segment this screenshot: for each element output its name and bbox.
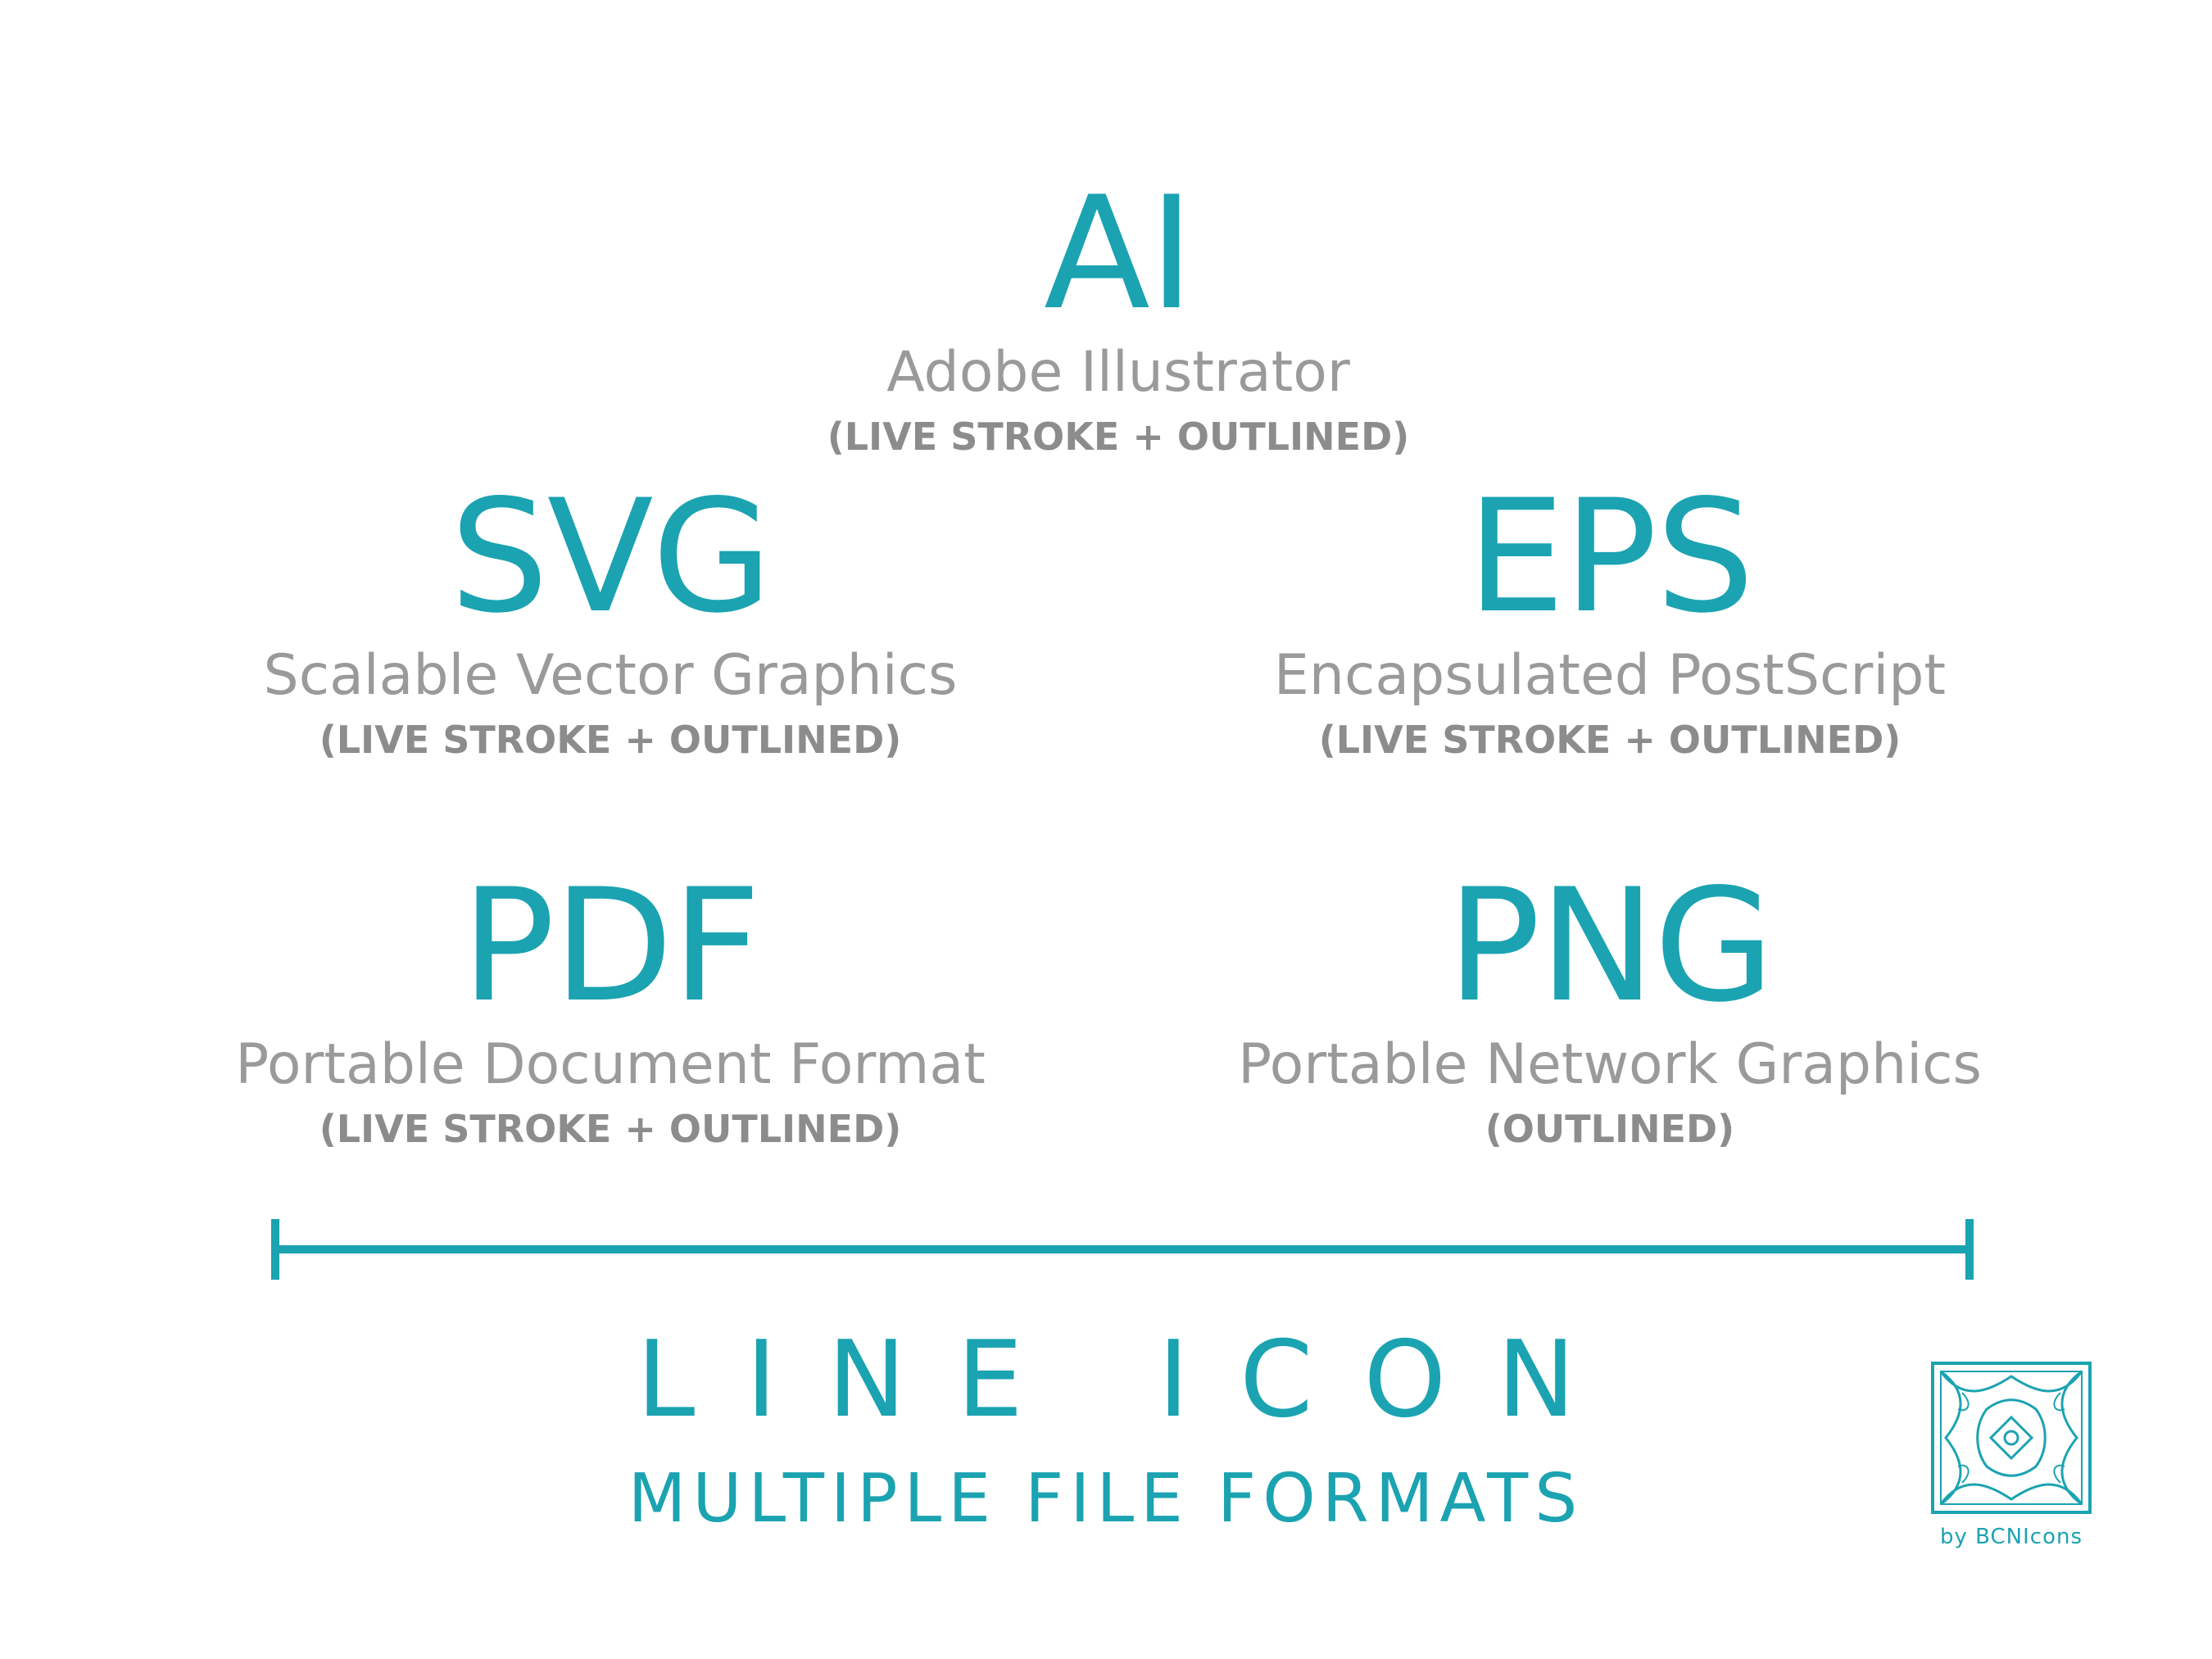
- ornamental-tile-logo-icon: [1931, 1362, 2092, 1514]
- format-png-note: (OUTLINED): [1484, 1107, 1735, 1151]
- format-svg-abbr: SVG: [450, 466, 773, 647]
- format-pdf-note: (LIVE STROKE + OUTLINED): [319, 1107, 902, 1151]
- format-svg: SVG Scalable Vector Graphics (LIVE STROK…: [119, 479, 1102, 763]
- format-pdf-name: Portable Document Format: [235, 1032, 986, 1097]
- format-eps: EPS Encapsulated PostScript (LIVE STROKE…: [1118, 479, 2101, 763]
- format-ai: AI Adobe Illustrator (LIVE STROKE + OUTL…: [627, 176, 1610, 460]
- format-png-name: Portable Network Graphics: [1238, 1032, 1982, 1097]
- format-svg-name: Scalable Vector Graphics: [263, 643, 958, 708]
- footer-heading: LINE ICON: [637, 1319, 1626, 1441]
- width-indicator-line: [271, 1219, 1974, 1280]
- format-png-abbr: PNG: [1447, 855, 1775, 1036]
- format-eps-note: (LIVE STROKE + OUTLINED): [1318, 718, 1902, 762]
- format-png: PNG Portable Network Graphics (OUTLINED): [1118, 868, 2101, 1152]
- format-svg-note: (LIVE STROKE + OUTLINED): [319, 718, 902, 762]
- format-ai-abbr: AI: [1043, 163, 1194, 344]
- format-eps-abbr: EPS: [1466, 466, 1754, 647]
- format-ai-note: (LIVE STROKE + OUTLINED): [827, 415, 1410, 459]
- format-ai-name: Adobe Illustrator: [886, 340, 1350, 405]
- format-pdf: PDF Portable Document Format (LIVE STROK…: [119, 868, 1102, 1152]
- format-eps-name: Encapsulated PostScript: [1273, 643, 1947, 708]
- footer-subheading: MULTIPLE FILE FORMATS: [628, 1460, 1584, 1538]
- format-pdf-abbr: PDF: [460, 855, 761, 1036]
- brand-caption: by BCNIcons: [1939, 1525, 2083, 1549]
